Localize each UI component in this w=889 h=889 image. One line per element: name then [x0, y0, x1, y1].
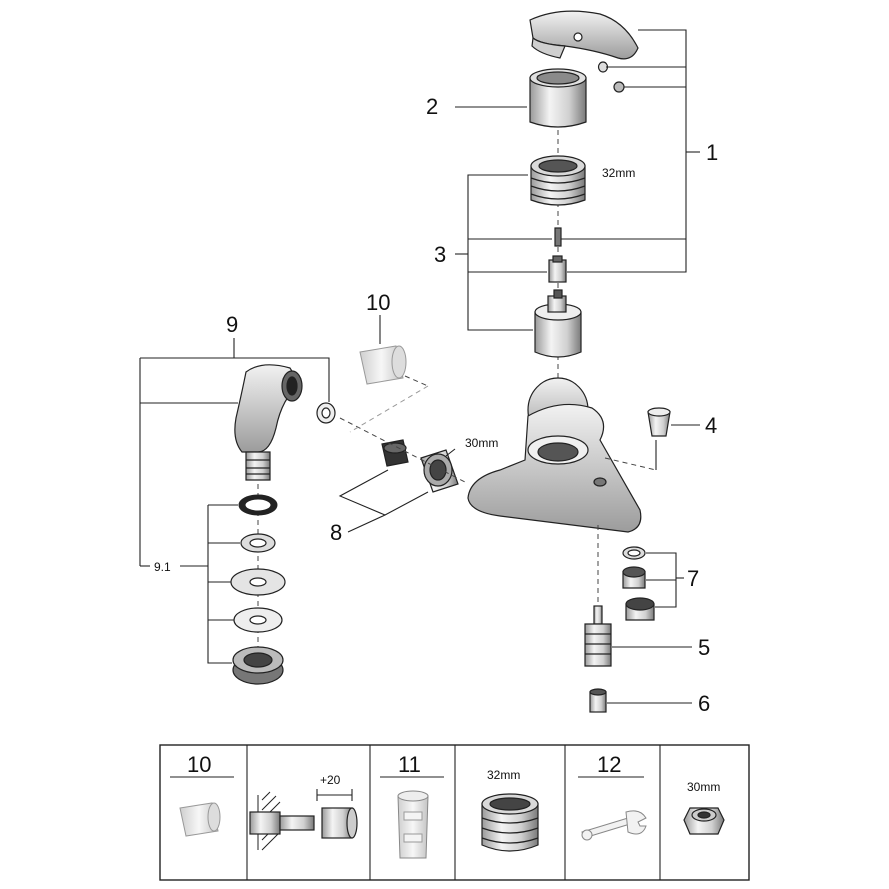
accessories-table	[159, 744, 750, 881]
reducer-washer	[240, 533, 276, 553]
accessory-12-number: 12	[597, 752, 621, 777]
adapter-nipple	[381, 439, 409, 467]
union-nut-30mm	[420, 449, 459, 493]
spindle-nut	[589, 688, 607, 713]
callout-7: 7	[687, 566, 699, 591]
spindle-adapter	[548, 255, 567, 283]
flat-washer-medium	[233, 607, 283, 633]
accessory-10-number: 10	[187, 752, 211, 777]
accessory-extension-dimension: +20	[320, 773, 341, 787]
callout-8: 8	[330, 520, 342, 545]
callout-6: 6	[698, 691, 710, 716]
callout-9-1: 9.1	[154, 560, 171, 574]
callout-2: 2	[426, 94, 438, 119]
callout-4: 4	[705, 413, 717, 438]
filter-ring-7c	[625, 597, 655, 621]
accessory-12-wrench	[581, 810, 647, 841]
mixer-body	[467, 377, 642, 533]
ceramic-cartridge	[534, 289, 582, 358]
seal-ring-7a	[622, 546, 646, 560]
callout-9: 9	[226, 312, 238, 337]
wall-rosette	[232, 646, 284, 685]
cartridge-nut-32mm	[530, 155, 586, 206]
cartridge-screw	[554, 227, 562, 247]
accessory-extension-drawing	[249, 791, 358, 851]
wall-elbow	[234, 364, 303, 481]
callout-10: 10	[366, 290, 390, 315]
nut-dimension-label: 32mm	[602, 166, 635, 180]
union-nut-dimension-label: 30mm	[465, 436, 498, 450]
callout-3: 3	[434, 242, 446, 267]
extension-adapter-faded	[359, 345, 407, 385]
lever-handle	[529, 10, 639, 60]
accessory-10-adapter	[179, 802, 221, 837]
accessory-11-mounting-sleeve	[397, 790, 429, 859]
cover-cap	[647, 407, 671, 437]
accessory-nut-30mm-dimension: 30mm	[687, 780, 720, 794]
accessory-11-number: 11	[398, 752, 421, 777]
elbow-washer	[316, 402, 336, 424]
flat-washer-large	[230, 568, 286, 596]
callout-1: 1	[706, 140, 718, 165]
diverter-spindle	[584, 605, 612, 667]
cover-sleeve	[529, 68, 587, 128]
callout-5: 5	[698, 635, 710, 660]
seal-ring-black	[238, 494, 278, 516]
accessory-nut-32mm-dimension: 32mm	[487, 768, 520, 782]
accessory-nut-30mm	[683, 807, 725, 835]
handle-cap-screw	[613, 81, 625, 93]
threaded-insert-7b	[622, 566, 646, 589]
accessory-nut-32mm	[481, 793, 539, 852]
